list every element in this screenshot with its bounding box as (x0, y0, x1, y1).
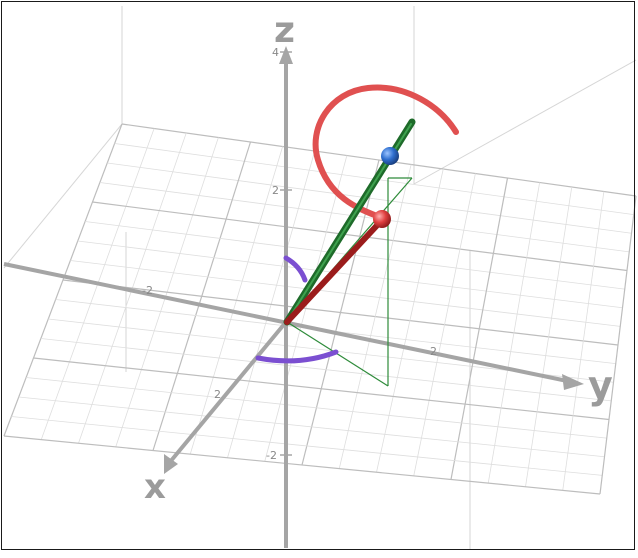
y-tick-2: 2 (430, 345, 437, 358)
theta-angle-arc (255, 349, 339, 364)
grid-line (62, 279, 619, 346)
grid-line (338, 164, 412, 469)
grid-line (26, 377, 607, 439)
grid-line (3, 435, 601, 495)
x-axis-arrowhead (164, 454, 178, 474)
bounding-box (3, 6, 637, 550)
red-point[interactable] (373, 210, 391, 228)
grid-line (413, 173, 476, 476)
grid-line (487, 182, 541, 484)
z-tick-2: 2 (272, 184, 279, 197)
xy-grid-plane (3, 123, 637, 495)
red-curve (312, 84, 459, 221)
grid-line (599, 195, 637, 495)
grid-line (450, 177, 509, 480)
grid-line (18, 396, 605, 458)
x-axis-label: x (144, 467, 166, 507)
grid-line (40, 338, 612, 402)
grid-line (562, 191, 605, 491)
x-axis (168, 320, 288, 464)
z-axis-arrowhead (279, 46, 293, 64)
axes (3, 46, 584, 548)
z-tick-4: 4 (272, 46, 279, 59)
grid-line (11, 416, 603, 476)
grid-line (525, 186, 573, 487)
z-tick-neg2: -2 (266, 449, 277, 462)
y-axis-label: y (588, 363, 613, 407)
y-tick-neg2: -2 (142, 284, 153, 297)
phi-angle-arc (283, 255, 308, 283)
z-axis-label: z (274, 10, 295, 51)
y-axis-arrowhead (562, 374, 584, 390)
grid-line (376, 168, 444, 473)
tick-marks (280, 51, 292, 456)
x-tick-2: 2 (214, 388, 221, 401)
grid-line (33, 357, 610, 421)
blue-point[interactable] (381, 147, 399, 165)
red-vector (284, 217, 385, 325)
